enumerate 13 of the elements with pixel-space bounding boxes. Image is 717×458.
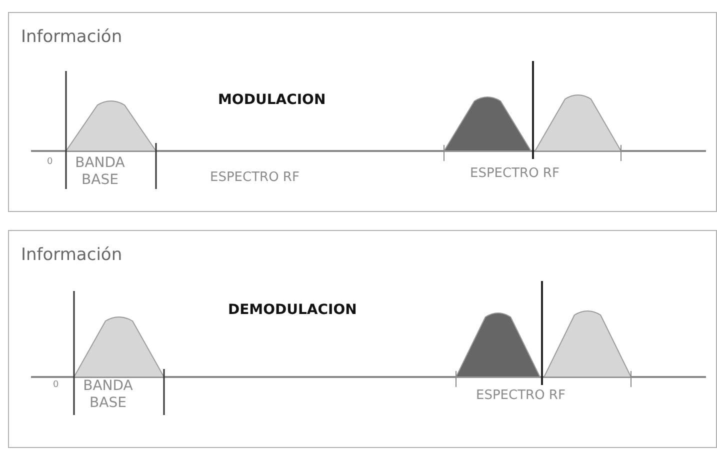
- axis-origin-label: 0: [53, 380, 59, 390]
- spectrum-panel: [8, 230, 717, 448]
- panel-heading: Información: [21, 245, 122, 265]
- spectrum-panel: [8, 12, 717, 212]
- process-title: MODULACION: [218, 92, 326, 108]
- process-title: DEMODULACION: [228, 302, 357, 318]
- spectrum-label: ESPECTRO RF: [210, 170, 300, 185]
- panel-heading: Información: [21, 27, 122, 47]
- band-label: BANDA BASE: [82, 378, 134, 412]
- spectrum-label: ESPECTRO RF: [470, 166, 560, 181]
- band-label: BANDA BASE: [74, 155, 126, 189]
- spectrum-label: ESPECTRO RF: [476, 388, 566, 403]
- axis-origin-label: 0: [47, 157, 53, 167]
